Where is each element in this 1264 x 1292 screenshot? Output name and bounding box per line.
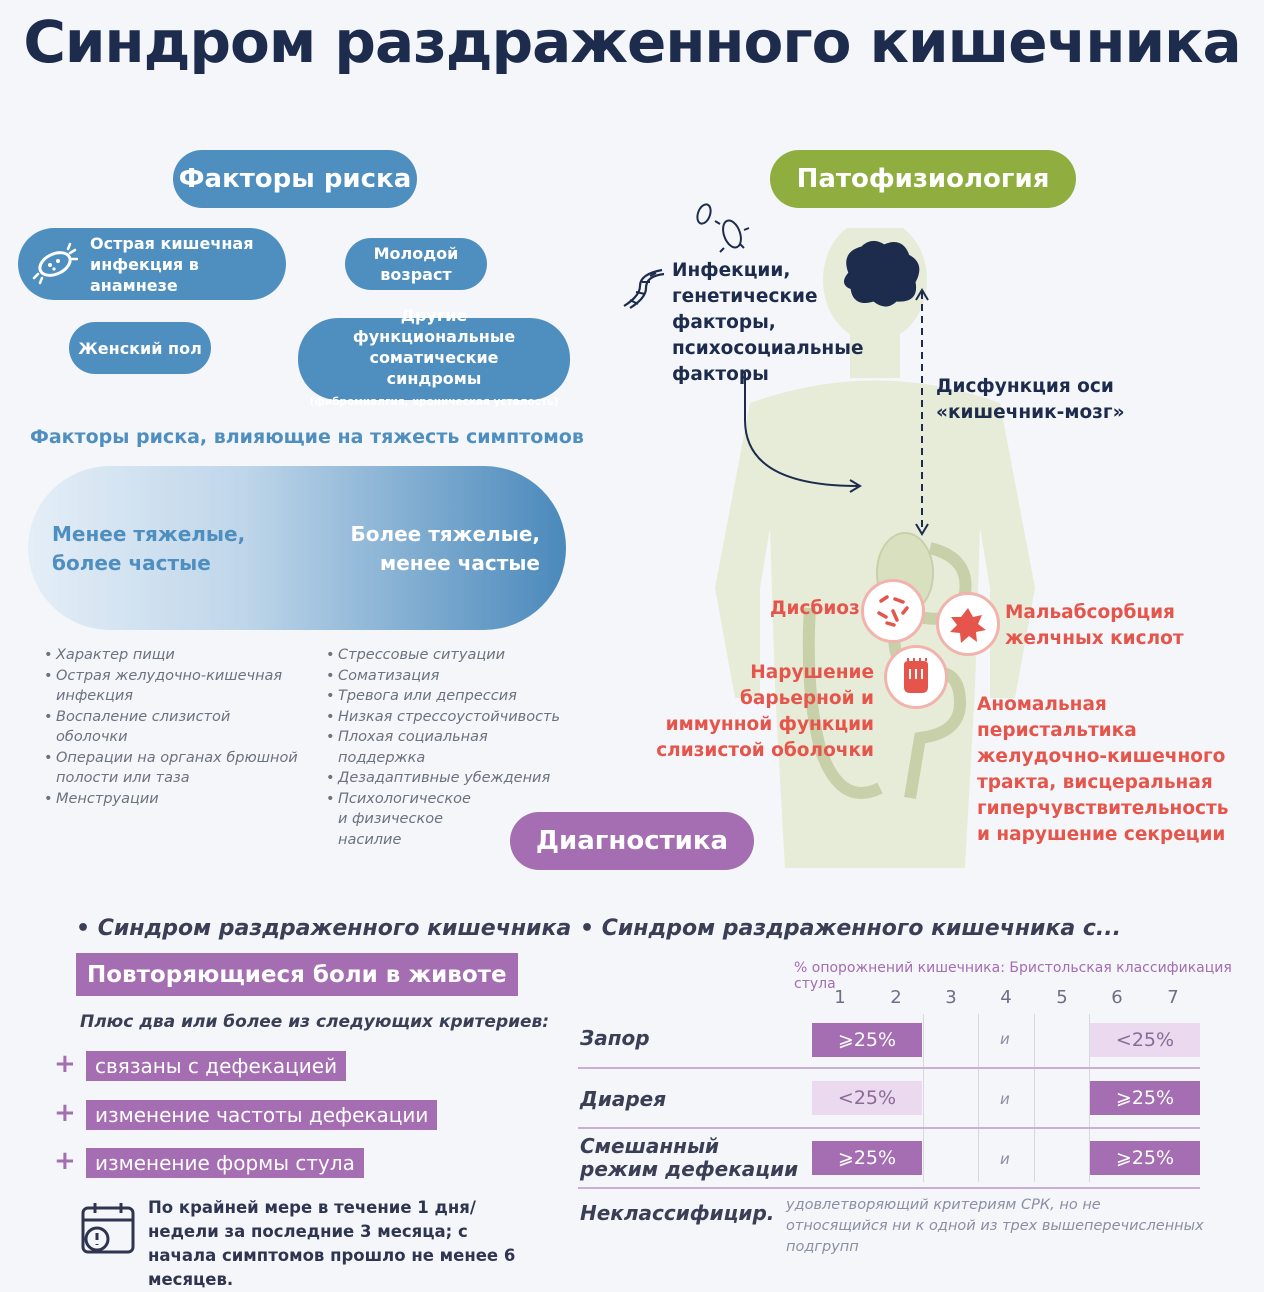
row-label-constipation: Запор	[580, 1026, 650, 1050]
bristol-type-6: 6	[1111, 987, 1123, 1008]
list-item: Характер пищи	[44, 645, 306, 666]
unclassified-note: удовлетворяющий критериям СРК, но не отн…	[786, 1197, 1204, 1255]
calendar-alert-icon	[80, 1200, 136, 1260]
mixed-hard-cell: ⩾25%	[812, 1141, 922, 1175]
list-item: Острая желудочно-кишечная инфекция	[44, 666, 306, 707]
bristol-type-2: 2	[890, 987, 902, 1008]
severity-severe-label: Более тяжелые, менее частые	[330, 520, 540, 578]
and-word: и	[1000, 1030, 1010, 1048]
risk-acute-infection: Острая кишечная инфекция в анамнезе	[18, 228, 286, 300]
severity-mild-line1: Менее тяжелые,	[52, 522, 246, 546]
list-item: Стрессовые ситуации	[326, 645, 576, 666]
virus-icon	[690, 200, 750, 260]
mixed-loose-cell: ⩾25%	[1090, 1141, 1200, 1175]
diarrhea-loose-cell: ⩾25%	[1090, 1081, 1200, 1115]
list-item: Соматизация	[326, 666, 576, 687]
row-label-diarrhea: Диарея	[580, 1087, 667, 1111]
list-item: Операции на органах брюшной полости или …	[44, 748, 306, 789]
plus-icon: +	[54, 1098, 76, 1128]
main-criterion-box: Повторяющиеся боли в животе	[76, 953, 518, 996]
constipation-hard-cell: ⩾25%	[812, 1023, 922, 1057]
plus-icon: +	[54, 1146, 76, 1176]
risk-acute-infection-label: Острая кишечная инфекция в анамнезе	[90, 233, 254, 295]
brain-icon	[844, 241, 920, 307]
plus-icon: +	[54, 1049, 76, 1079]
list-item: Менструации	[44, 789, 306, 810]
severity-severe-line1: Более тяжелые,	[350, 522, 540, 546]
list-item: Воспаление слизистой оболочки	[44, 707, 306, 748]
risk-other-syndromes-note: (фибромиалгия, хроническая усталость)	[309, 396, 559, 408]
grid-line	[923, 1014, 924, 1182]
risk-other-syndromes-label: Другие функциональные соматические синдр…	[352, 306, 516, 388]
list-item: Дезадаптивные убеждения	[326, 768, 576, 789]
severity-mild-line2: более частые	[52, 551, 211, 575]
bristol-type-5: 5	[1056, 987, 1068, 1008]
row-divider	[578, 1067, 1200, 1069]
bristol-header: % опорожнений кишечника: Бристольская кл…	[794, 960, 1232, 992]
pathophysiology-header: Патофизиология	[770, 150, 1076, 208]
severity-gradient-bar	[28, 466, 566, 630]
row-label-mixed: Смешанный режим дефекации	[580, 1134, 799, 1181]
page-title: Синдром раздраженного кишечника	[23, 8, 1241, 76]
severity-list-left: Характер пищи Острая желудочно-кишечная …	[44, 645, 306, 809]
bile-acid-circle	[936, 592, 1000, 656]
severity-mild-label: Менее тяжелые, более частые	[52, 520, 245, 578]
list-item: Психологическое и физическое насилие	[326, 789, 478, 851]
bile-acid-label: Мальабсорбция желчных кислот	[1005, 602, 1184, 649]
diagnostics-header: Диагностика	[510, 812, 754, 870]
criterion-frequency: изменение частоты дефекации	[86, 1100, 438, 1130]
bristol-type-4: 4	[1000, 987, 1012, 1008]
row-label-unclassified: Неклассифицир.	[580, 1201, 775, 1225]
barrier-circle	[884, 645, 948, 709]
diagnostics-left-title: • Синдром раздраженного кишечника	[76, 916, 572, 941]
bristol-type-1: 1	[834, 987, 846, 1008]
list-item: Низкая стрессоустойчивость	[326, 707, 576, 728]
pathophysiology-triggers: Инфекции, генетические факторы, психосоц…	[672, 260, 864, 385]
criteria-intro: Плюс два или более из следующих критерие…	[80, 1012, 550, 1032]
list-item: Тревога или депрессия	[326, 686, 576, 707]
bristol-type-7: 7	[1167, 987, 1179, 1008]
diagnostics-right-title: • Синдром раздраженного кишечника с...	[580, 916, 1121, 941]
dna-icon	[620, 266, 666, 314]
mucosa-cell-icon	[904, 658, 928, 693]
criterion-defecation: связаны с дефекацией	[86, 1051, 347, 1081]
bacteria-icon	[32, 241, 78, 287]
risk-other-syndromes: Другие функциональные соматические синдр…	[298, 306, 570, 408]
list-item: Плохая социальная поддержка	[326, 727, 576, 768]
risk-young-age: Молодой возраст	[345, 238, 487, 290]
dysbiosis-circle	[861, 579, 925, 643]
row-divider	[578, 1187, 1200, 1189]
trigger-arrow	[744, 372, 862, 493]
criterion-form: изменение формы стула	[86, 1148, 364, 1178]
severity-title: Факторы риска, влияющие на тяжесть симпт…	[30, 426, 584, 448]
risk-female: Женский пол	[69, 322, 211, 374]
and-word: и	[1000, 1150, 1010, 1168]
and-word: и	[1000, 1090, 1010, 1108]
grid-line	[1089, 1014, 1090, 1182]
constipation-loose-cell: <25%	[1090, 1023, 1200, 1057]
severity-severe-line2: менее частые	[379, 551, 540, 575]
dysbiosis-label: Дисбиоз	[770, 598, 860, 619]
duration-text: По крайней мере в течение 1 дня/недели з…	[148, 1198, 516, 1289]
grid-line	[1034, 1014, 1035, 1182]
bacteria-rods-icon	[877, 595, 909, 627]
motility-label: Аномальная перистальтика желудочно-кишеч…	[977, 694, 1229, 845]
row-divider	[578, 1127, 1200, 1129]
diarrhea-hard-cell: <25%	[812, 1081, 922, 1115]
gut-brain-axis-arrow	[915, 288, 929, 536]
risk-factors-header: Факторы риска	[173, 150, 417, 208]
severity-list-right: Стрессовые ситуации Соматизация Тревога …	[326, 645, 576, 850]
bile-blob-icon	[950, 608, 986, 643]
grid-line	[978, 1014, 979, 1182]
gut-brain-axis-label: Дисфункция оси «кишечник-мозг»	[936, 376, 1125, 423]
bristol-type-3: 3	[945, 987, 957, 1008]
barrier-label: Нарушение барьерной и иммунной функции с…	[656, 662, 874, 761]
